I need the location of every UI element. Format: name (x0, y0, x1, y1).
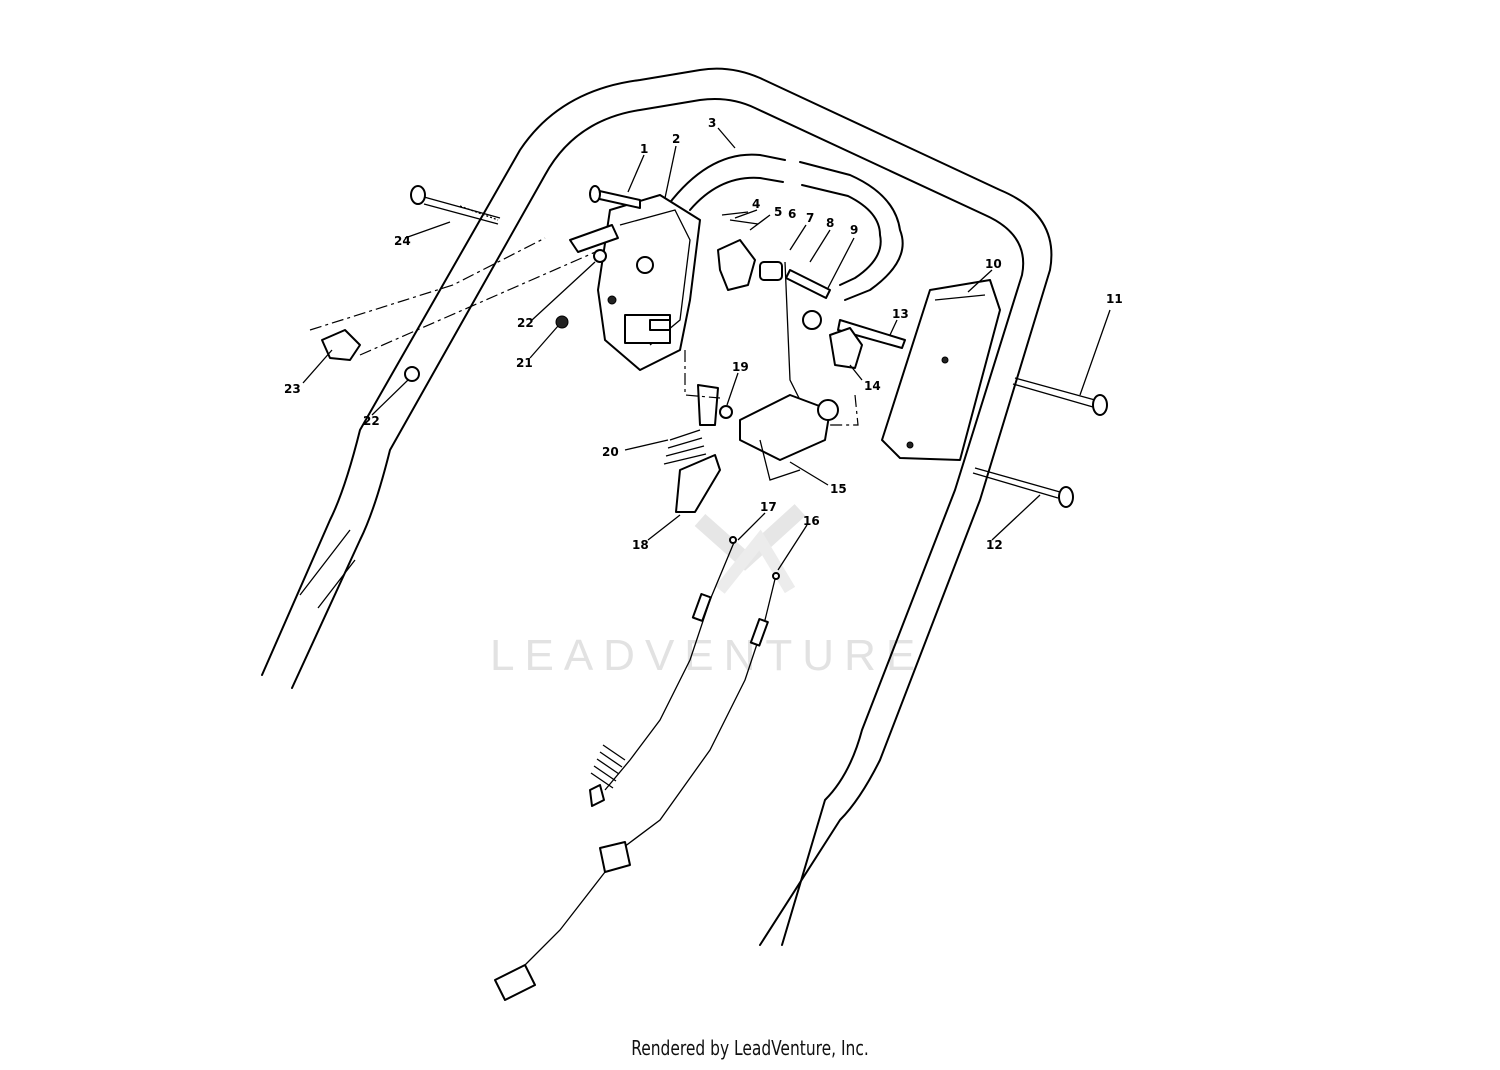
callout-19: 19 (732, 360, 749, 374)
callout-11: 11 (1106, 292, 1123, 306)
callout-4: 4 (752, 197, 760, 211)
handle-tube (261, 67, 1053, 946)
callout-1: 1 (640, 142, 648, 156)
watermark-text: LEADVENTURE (490, 631, 925, 680)
callout-15: 15 (830, 482, 847, 496)
callout-9: 9 (850, 223, 858, 237)
callout-labels: 1 2 3 4 5 6 7 8 9 10 11 12 13 14 15 16 1… (284, 116, 1123, 552)
callout-22-upper: 22 (517, 316, 534, 330)
callout-16: 16 (803, 514, 820, 528)
control-housing (597, 194, 701, 371)
callout-10: 10 (985, 257, 1002, 271)
callout-8: 8 (826, 216, 834, 230)
callout-3: 3 (708, 116, 716, 130)
callout-23: 23 (284, 382, 301, 396)
callout-20: 20 (602, 445, 619, 459)
callout-24: 24 (394, 234, 411, 248)
callout-13: 13 (892, 307, 909, 321)
watermark: LEADVENTURE (490, 504, 925, 680)
callout-2: 2 (672, 132, 680, 146)
hardware (309, 185, 1108, 513)
callout-22-lower: 22 (363, 414, 380, 428)
callout-5: 5 (774, 205, 782, 219)
callout-7: 7 (806, 211, 814, 225)
credit-line: Rendered by LeadVenture, Inc. (631, 1036, 869, 1060)
callout-18: 18 (632, 538, 649, 552)
callout-14: 14 (864, 379, 881, 393)
control-bail (667, 153, 904, 301)
callout-6: 6 (788, 207, 796, 221)
callout-21: 21 (516, 356, 533, 370)
leader-lines (302, 127, 1111, 571)
callout-17: 17 (760, 500, 777, 514)
cables (494, 536, 780, 1001)
callout-12: 12 (986, 538, 1003, 552)
